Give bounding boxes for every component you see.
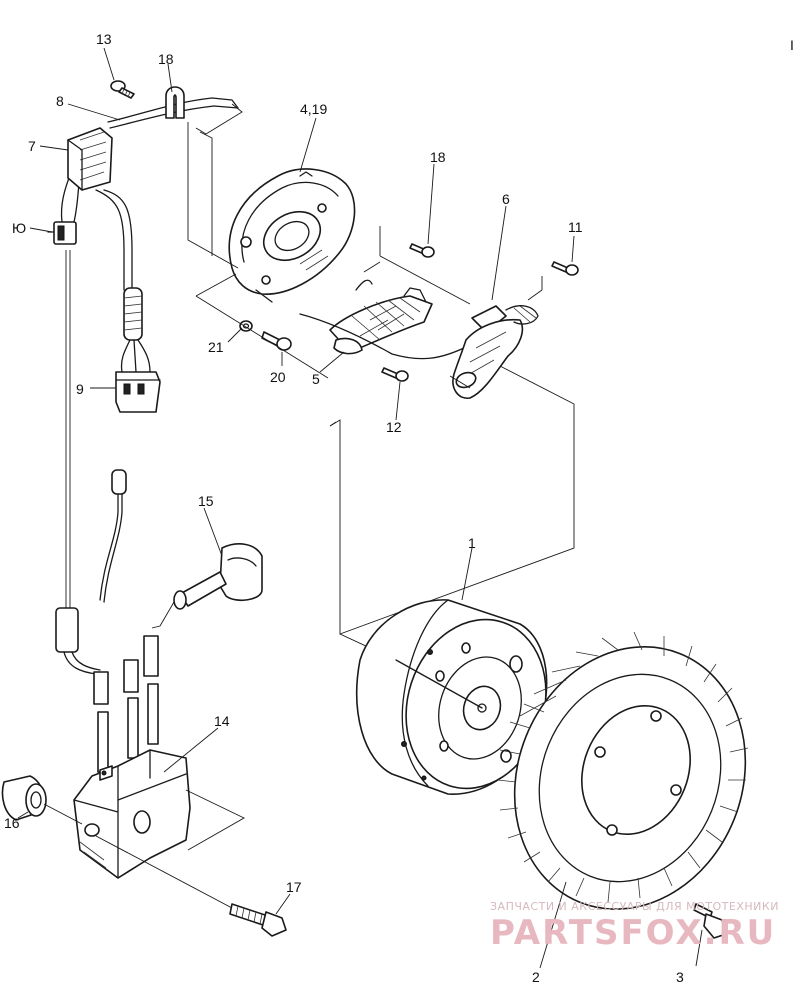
label-9: 9 [76, 381, 84, 397]
cooling-fan [497, 631, 749, 910]
label-7: 7 [28, 138, 36, 154]
label-6: 6 [502, 191, 510, 207]
watermark-logo: PARTSFOX.RU [490, 913, 776, 953]
corner-mark: I [790, 37, 794, 53]
label-11: 11 [568, 219, 583, 235]
rubber-bushing [1, 775, 83, 825]
label-8: 8 [56, 93, 64, 109]
bolt-11 [551, 261, 579, 276]
bolt-13 [110, 80, 135, 99]
pickup-coil-5 [329, 287, 433, 355]
label-15: 15 [198, 493, 214, 509]
bolt-18-stator [409, 243, 435, 258]
assembly-guide-lines [187, 103, 575, 661]
ht-leads [93, 635, 159, 773]
label-10: Ю [12, 220, 26, 236]
label-20: 20 [270, 369, 286, 385]
leader-lines [17, 47, 575, 969]
bullet-connector-top [99, 469, 127, 603]
bolt-17 [95, 835, 287, 937]
clamp-18-top [165, 86, 185, 119]
bolt-12 [381, 367, 409, 382]
regulator-rectifier [67, 127, 113, 191]
part-labels: 13 18 8 7 Ю 9 4,19 18 6 11 21 20 5 12 15… [4, 31, 794, 985]
stator-plate [228, 168, 356, 303]
watermark-tagline: ЗАПЧАСТИ И АКСЕССУАРЫ ДЛЯ МОТОТЕХНИКИ [490, 900, 779, 913]
label-3: 3 [676, 969, 684, 985]
stator-lead-wire-2 [355, 279, 373, 291]
label-18-clamp: 18 [158, 51, 174, 67]
flywheel-magneto [356, 599, 548, 795]
label-12: 12 [386, 419, 402, 435]
bullet-connector-lower [55, 607, 101, 675]
watermark: ЗАПЧАСТИ И АКСЕССУАРЫ ДЛЯ МОТОТЕХНИКИ PA… [490, 900, 779, 953]
spark-plug-cap [151, 543, 263, 629]
label-1: 1 [468, 535, 476, 551]
label-2: 2 [532, 969, 540, 985]
label-4-19: 4,19 [300, 101, 327, 117]
connector-9 [115, 371, 161, 413]
ignition-coil [73, 749, 245, 879]
label-17: 17 [286, 879, 302, 895]
coil-6 [452, 305, 539, 399]
wiring-harness [60, 97, 239, 610]
connector-10 [47, 221, 77, 245]
label-16: 16 [4, 815, 20, 831]
bolt-3 [693, 903, 727, 967]
label-21: 21 [208, 339, 224, 355]
label-5: 5 [312, 371, 320, 387]
label-14: 14 [214, 713, 230, 729]
screw-20 [261, 331, 292, 351]
label-18-stator: 18 [430, 149, 446, 165]
stator-lead-wire [299, 313, 469, 360]
label-13: 13 [96, 31, 112, 47]
